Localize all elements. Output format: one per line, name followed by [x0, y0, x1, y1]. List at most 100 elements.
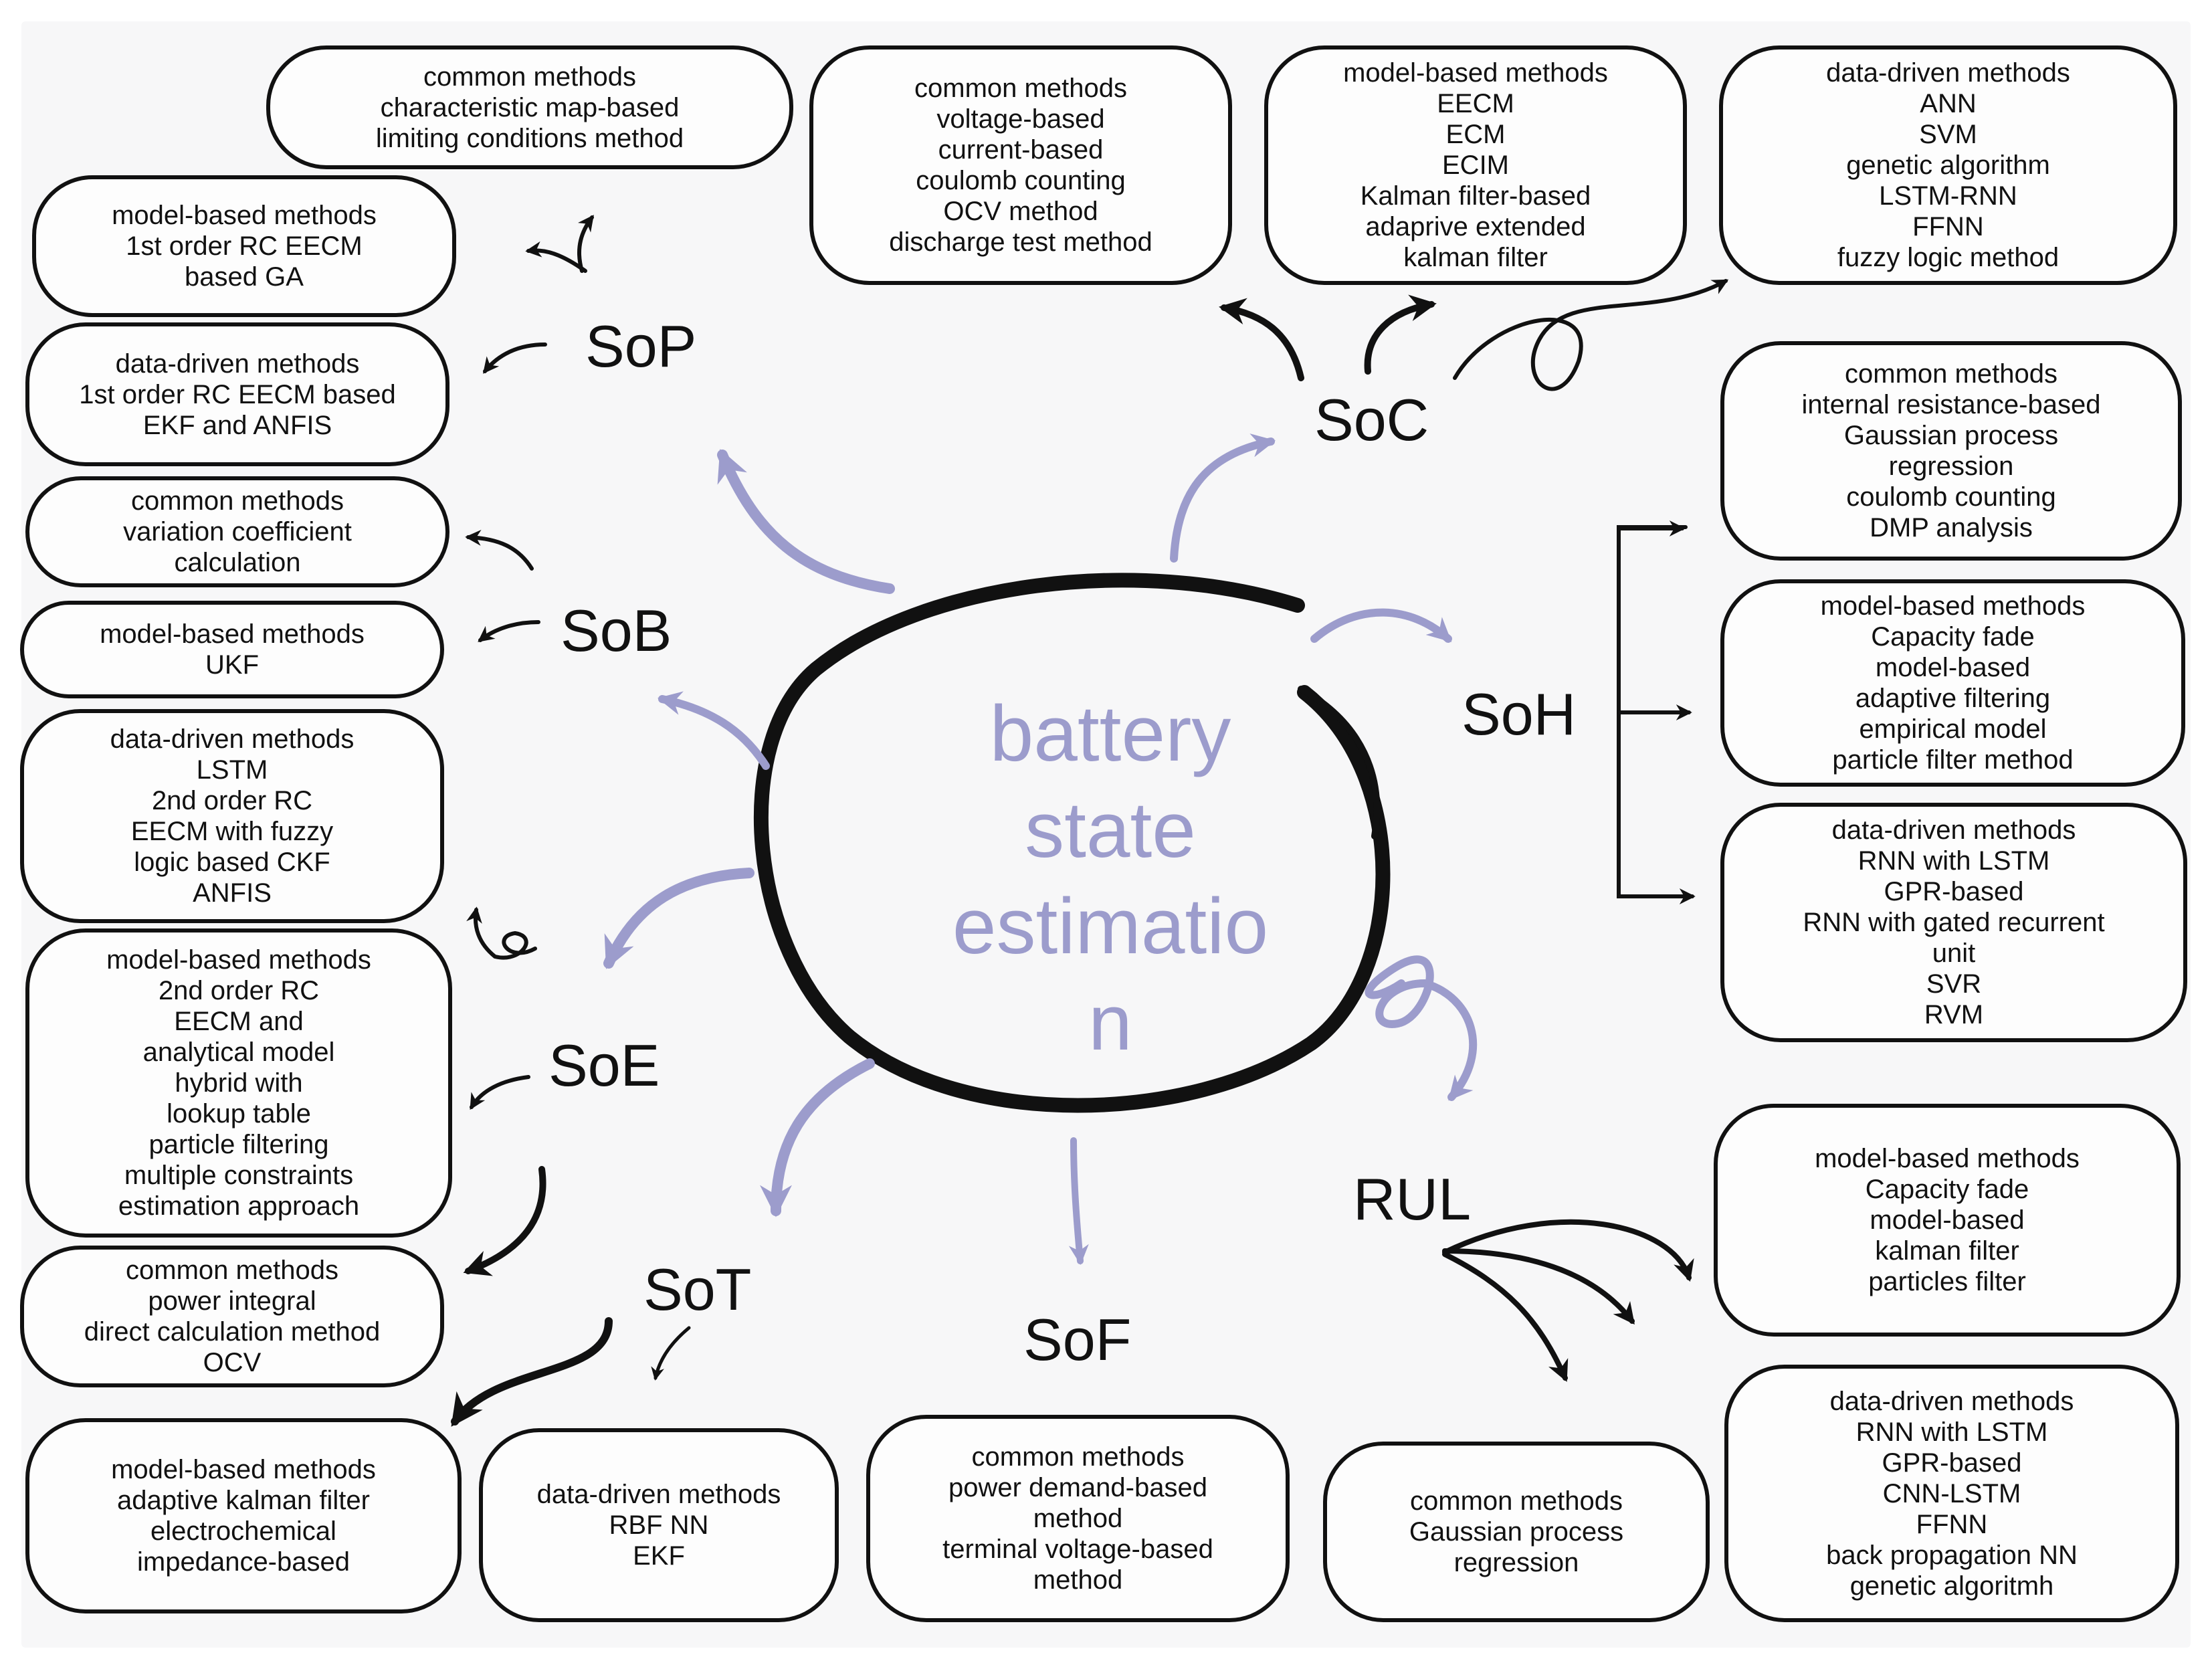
- box-line: Kalman filter-based: [1360, 181, 1591, 211]
- center-title: battery state estimatio n: [896, 686, 1324, 1071]
- box-line: ECIM: [1442, 151, 1509, 180]
- box-line: model-based: [1870, 1205, 2025, 1235]
- box-line: EECM with fuzzy: [130, 817, 334, 846]
- center-title-line: state: [1025, 786, 1196, 874]
- box-line: impedance-based: [137, 1547, 350, 1577]
- box-line: data-driven methods: [110, 724, 355, 754]
- box-line: terminal voltage-based: [942, 1535, 1213, 1564]
- sot-to-model-arrow: [451, 1317, 613, 1427]
- box-line: data-driven methods: [1829, 1386, 2074, 1416]
- box-line: data-driven methods: [1826, 58, 2070, 88]
- box-line: current-based: [938, 135, 1104, 165]
- box-line: 2nd order RC: [158, 976, 320, 1005]
- center-to-sof-arrow: [1068, 1137, 1089, 1265]
- center-to-soe-arrow: [603, 868, 755, 969]
- box-line: common methods: [914, 74, 1127, 103]
- rul-to-data-arrow: [1442, 1248, 1635, 1325]
- box-line: internal resistance-based: [1801, 390, 2101, 419]
- box-line: EKF: [633, 1541, 685, 1571]
- box-line: back propagation NN: [1826, 1540, 2078, 1570]
- box-line: model-based: [1875, 653, 2031, 682]
- sot-data-driven-box: data-driven methods RBF NN EKF: [479, 1428, 839, 1622]
- box-line: regression: [1453, 1548, 1579, 1577]
- sob-common-methods-box: common methods variation coefficient cal…: [25, 476, 449, 587]
- box-line: FFNN: [1916, 1509, 1988, 1539]
- soe-to-sob-data-loop: [466, 906, 537, 960]
- soc-common-methods-box: common methods voltage-based current-bas…: [809, 45, 1232, 285]
- box-line: data-driven methods: [115, 349, 360, 379]
- box-line: power demand-based: [948, 1473, 1207, 1502]
- box-line: SVR: [1926, 969, 1982, 999]
- box-line: SVM: [1919, 120, 1977, 149]
- center-to-soc-arrow: [1170, 433, 1276, 563]
- box-line: ECM: [1445, 120, 1506, 149]
- box-line: model-based methods: [1820, 591, 2086, 621]
- state-sob: SoB: [561, 597, 672, 664]
- box-line: regression: [1888, 452, 2014, 481]
- soh-data-driven-box: data-driven methods RNN with LSTM GPR-ba…: [1720, 803, 2187, 1042]
- sot-to-data-arrow: [651, 1326, 691, 1381]
- box-line: estimation approach: [118, 1191, 360, 1221]
- box-line: data-driven methods: [1831, 815, 2076, 845]
- box-line: particle filter method: [1832, 745, 2074, 775]
- box-line: ANN: [1920, 89, 1977, 118]
- center-to-sop-arrow: [717, 449, 895, 594]
- rul-to-common-arrow: [1442, 1252, 1569, 1382]
- center-to-rul-arrow: [1365, 955, 1478, 1101]
- box-line: particles filter: [1868, 1267, 2026, 1296]
- soc-to-data-arrow: [1453, 279, 1729, 391]
- box-line: analytical model: [142, 1038, 335, 1067]
- box-line: data-driven methods: [536, 1480, 781, 1509]
- center-to-sob-arrow: [657, 691, 770, 770]
- soc-to-model-arrow: [1364, 294, 1437, 375]
- box-line: adaptive filtering: [1855, 684, 2051, 713]
- soe-model-based-box: model-based methods 2nd order RC EECM an…: [25, 928, 452, 1238]
- box-line: DMP analysis: [1870, 513, 2033, 543]
- box-line: RNN with LSTM: [1857, 846, 2050, 876]
- sop-to-data-arrow: [482, 342, 547, 374]
- soe-common-methods-box: common methods power integral direct cal…: [20, 1246, 444, 1387]
- sob-data-driven-box: data-driven methods LSTM 2nd order RC EE…: [20, 709, 444, 923]
- sob-to-common-arrow: [465, 529, 534, 571]
- center-title-line: n: [1088, 979, 1132, 1067]
- box-line: FFNN: [1912, 212, 1984, 241]
- state-sof: SoF: [1023, 1306, 1132, 1373]
- box-line: based GA: [185, 262, 304, 292]
- box-line: Gaussian process: [1843, 421, 2059, 450]
- box-line: method: [1033, 1504, 1123, 1533]
- box-line: model-based methods: [106, 945, 371, 975]
- state-sop: SoP: [585, 313, 697, 379]
- state-soc: SoC: [1314, 387, 1429, 453]
- box-line: GPR-based: [1882, 1448, 2022, 1478]
- box-line: Capacity fade: [1865, 1175, 2029, 1204]
- box-line: common methods: [1845, 359, 2057, 389]
- box-line: electrochemical: [150, 1516, 336, 1546]
- soc-to-common-arrow: [1219, 298, 1304, 381]
- box-line: common methods: [1410, 1486, 1623, 1516]
- rul-model-based-box: model-based methods Capacity fade model-…: [1714, 1104, 2181, 1337]
- box-line: ANFIS: [193, 878, 272, 908]
- box-line: model-based methods: [112, 201, 377, 230]
- box-line: Capacity fade: [1871, 622, 2035, 652]
- sot-model-based-box: model-based methods adaptive kalman filt…: [25, 1418, 462, 1613]
- center-ring-tail: [1298, 686, 1381, 840]
- box-line: EKF and ANFIS: [142, 410, 332, 440]
- box-line: coulomb counting: [1846, 482, 2056, 512]
- soe-to-common-arrow: [463, 1166, 546, 1276]
- box-line: RVM: [1924, 1000, 1984, 1029]
- box-line: 2nd order RC: [151, 786, 313, 815]
- box-line: genetic algorithm: [1846, 151, 2050, 180]
- sop-to-common-arrow: [577, 215, 594, 273]
- rul-to-model-arrow: [1442, 1219, 1694, 1282]
- box-line: model-based methods: [1343, 58, 1608, 88]
- sop-data-driven-box: data-driven methods 1st order RC EECM ba…: [25, 322, 449, 466]
- box-line: model-based methods: [111, 1455, 376, 1484]
- center-title-line: estimatio: [952, 882, 1269, 971]
- box-line: EECM and: [174, 1007, 304, 1036]
- box-line: RBF NN: [609, 1510, 709, 1540]
- box-line: Gaussian process: [1409, 1517, 1624, 1547]
- box-line: lookup table: [167, 1099, 311, 1128]
- box-line: logic based CKF: [134, 848, 330, 877]
- sob-to-model-arrow: [478, 620, 540, 642]
